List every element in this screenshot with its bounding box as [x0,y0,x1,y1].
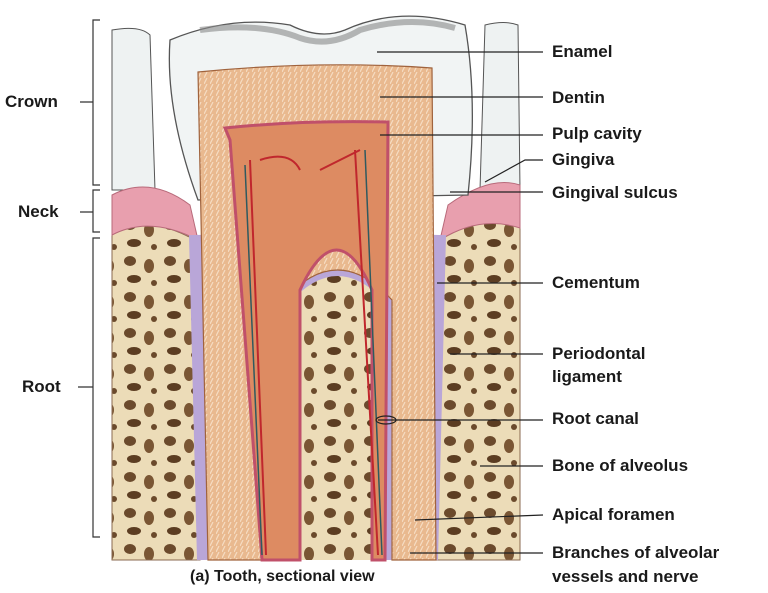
label-enamel: Enamel [552,42,613,61]
neighbor-tooth-right [479,22,521,191]
alveolar-bone-left [111,223,201,561]
gingiva-right [439,182,521,242]
figure-caption: (a) Tooth, sectional view [190,568,375,585]
label-periodontal: Periodontal [552,344,646,363]
label-gingival-sulcus: Gingival sulcus [552,183,678,202]
label-bone-of-alveolus: Bone of alveolus [552,456,689,475]
label-root-canal: Root canal [552,409,639,428]
label-apical-foramen: Apical foramen [552,505,675,524]
region-brackets [78,19,100,538]
alveolar-bone-right [434,221,521,561]
alveolar-bone-center [290,275,385,560]
label-dentin: Dentin [552,88,605,107]
label-gingiva: Gingiva [552,150,615,169]
label-branches-1: Branches of alveolar [552,543,720,562]
neighbor-tooth-left [111,27,156,191]
label-neck: Neck [18,202,59,221]
label-root: Root [22,377,61,396]
label-crown: Crown [5,92,58,111]
leader-lines [375,51,544,554]
label-ligament: ligament [552,367,622,386]
pulp-cavity [222,120,390,562]
label-pulp-cavity: Pulp cavity [552,124,642,143]
label-cementum: Cementum [552,273,640,292]
label-branches-2: vessels and nerve [552,567,699,586]
